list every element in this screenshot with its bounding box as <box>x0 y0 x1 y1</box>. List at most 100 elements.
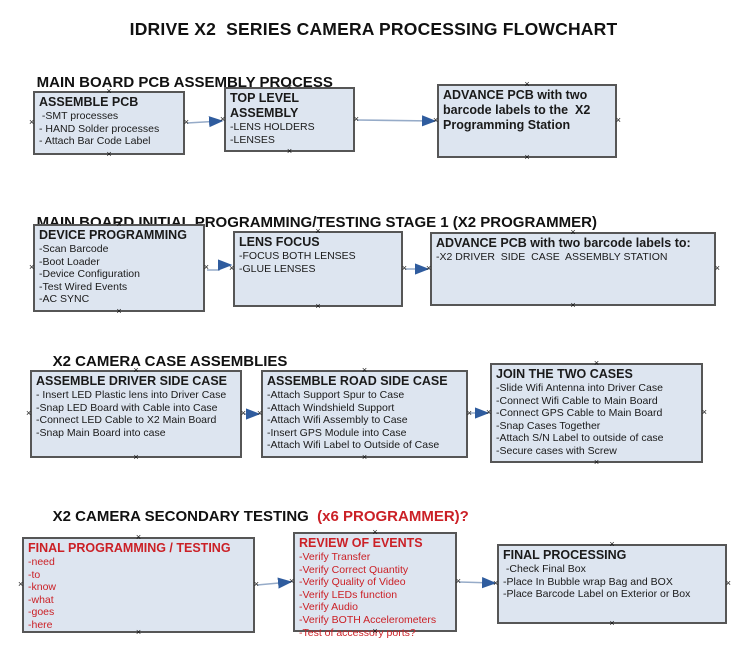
connection-handle-icon: × <box>106 149 112 159</box>
box-item: -Verify BOTH Accelerometers <box>299 613 437 626</box>
box-item: -what <box>28 593 54 606</box>
connection-handle-icon: × <box>220 113 226 124</box>
box-title: ASSEMBLE ROAD SIDE CASE <box>267 374 448 388</box>
connection-handle-icon: × <box>433 115 439 126</box>
connection-handle-icon: × <box>401 263 407 274</box>
box-item: -Attach Wifi Label to Outside of Case <box>267 439 440 452</box>
connection-handle-icon: × <box>593 457 600 467</box>
connection-handle-icon: × <box>26 408 32 419</box>
box-items: -LENS HOLDERS-LENSES <box>230 121 349 146</box>
connection-handle-icon: × <box>229 263 235 274</box>
connection-handle-icon: × <box>361 452 368 462</box>
box-item: -Connect LED Cable to X2 Main Board <box>36 414 217 427</box>
box-item: -Snap Cases Together <box>496 419 601 432</box>
flow-box-final-programming-testing[interactable]: FINAL PROGRAMMING / TESTING -need-to-kno… <box>18 533 259 637</box>
box-title: TOP LEVEL ASSEMBLY <box>230 91 302 120</box>
box-title: DEVICE PROGRAMMING <box>39 228 187 242</box>
box-items: - Insert LED Plastic lens into Driver Ca… <box>36 389 236 439</box>
connection-handle-icon: × <box>524 152 530 162</box>
connection-handle-icon: × <box>615 115 621 126</box>
flowchart-title: IDRIVE X2 SERIES CAMERA PROCESSING FLOWC… <box>129 19 618 39</box>
box-item: -Place Barcode Label on Exterior or Box <box>503 588 691 601</box>
flow-box-assemble-pcb[interactable]: ASSEMBLE PCB -SMT processes- HAND Solder… <box>29 87 189 159</box>
connection-handle-icon: × <box>133 452 139 462</box>
section-heading-text: MAIN BOARD PCB ASSEMBLY PROCESS <box>36 74 333 91</box>
box-items: -Attach Support Spur to Case-Attach Wind… <box>267 389 462 452</box>
box-item: -Verify Transfer <box>299 551 371 563</box>
box-item: -FOCUS BOTH LENSES <box>239 250 356 262</box>
flow-box-top-level-assembly[interactable]: TOP LEVEL ASSEMBLY -LENS HOLDERS-LENSES … <box>220 83 359 156</box>
flow-box-assemble-driver-side-case[interactable]: ASSEMBLE DRIVER SIDE CASE - Insert LED P… <box>26 366 246 462</box>
box-item: -Snap Main Board into case <box>36 426 166 439</box>
flow-box-device-programming[interactable]: DEVICE PROGRAMMING -Scan Barcode-Boot Lo… <box>29 220 209 316</box>
box-item: -SMT processes <box>39 110 119 122</box>
connection-handle-icon: × <box>29 262 35 273</box>
box-items: -FOCUS BOTH LENSES-GLUE LENSES <box>239 250 397 275</box>
box-title: JOIN THE TWO CASES <box>496 367 633 381</box>
box-item: -Attach S/N Label to outside of case <box>496 432 664 445</box>
box-title: ASSEMBLE DRIVER SIDE CASE <box>36 374 228 388</box>
box-title: FINAL PROCESSING <box>503 548 627 562</box>
connection-handle-icon: × <box>455 576 461 587</box>
box-item: -Verify Audio <box>299 601 358 614</box>
connector-arrow <box>356 115 437 127</box>
connection-handle-icon: × <box>257 408 263 419</box>
box-item: -X2 DRIVER SIDE CASE ASSEMBLY STATION <box>436 251 668 263</box>
connection-handle-icon: × <box>203 262 209 273</box>
connection-handle-icon: × <box>286 146 293 156</box>
box-items: -Verify Transfer-Verify Correct Quantity… <box>299 551 451 639</box>
connection-handle-icon: × <box>353 113 359 124</box>
box-item: -LENSES <box>230 133 275 146</box>
connection-handle-icon: × <box>183 117 189 128</box>
box-item: -Place In Bubble wrap Bag and BOX <box>503 575 673 588</box>
connection-handle-icon: × <box>486 407 492 418</box>
box-item: - Insert LED Plastic lens into Driver Ca… <box>36 389 227 401</box>
box-item: -Secure cases with Screw <box>496 444 617 457</box>
box-item: -Attach Wifi Assembly to Case <box>267 414 408 427</box>
box-item: -to <box>28 568 41 581</box>
box-title: LENS FOCUS <box>239 235 320 249</box>
connection-handle-icon: × <box>116 306 122 316</box>
connection-handle-icon: × <box>609 618 615 628</box>
flow-box-advance-pcb-driver-side-station[interactable]: ADVANCE PCB with two barcode labels to: … <box>426 228 720 310</box>
connector-arrow <box>207 259 233 271</box>
box-items: -SMT processes- HAND Solder processes- A… <box>39 110 179 148</box>
box-item: -AC SYNC <box>39 293 90 306</box>
box-item: -Device Configuration <box>39 268 140 281</box>
connector-arrow <box>256 577 293 589</box>
box-items: -Slide Wifi Antenna into Driver Case-Con… <box>496 382 697 458</box>
box-item: -Snap LED Board with Cable into Case <box>36 401 218 414</box>
connection-handle-icon: × <box>725 578 731 589</box>
section-heading-secondary-testing: X2 CAMERA SECONDARY TESTING (x6 PROGRAMM… <box>36 491 469 542</box>
box-item: -Connect Wifi Cable to Main Board <box>496 394 658 407</box>
box-item: -Verify Quality of Video <box>299 576 406 589</box>
connection-handle-icon: × <box>493 578 499 589</box>
flow-box-assemble-road-side-case[interactable]: ASSEMBLE ROAD SIDE CASE -Attach Support … <box>257 366 472 462</box>
box-item: -LENS HOLDERS <box>230 121 315 133</box>
box-item: -Slide Wifi Antenna into Driver Case <box>496 382 663 394</box>
box-items: -need-to-know-what-goes-here <box>28 556 249 632</box>
box-item: -Boot Loader <box>39 255 100 268</box>
box-title: FINAL PROGRAMMING / TESTING <box>28 541 231 555</box>
connector-arrow <box>186 116 224 128</box>
box-item: -Test Wired Events <box>39 280 128 293</box>
box-title: ADVANCE PCB with two barcode labels to: <box>436 236 691 250</box>
section-heading-case-assemblies: X2 CAMERA CASE ASSEMBLIES <box>36 336 288 387</box>
box-item: -Connect GPS Cable to Main Board <box>496 407 663 420</box>
flow-box-advance-pcb-programming-station[interactable]: ADVANCE PCB with two barcode labels to t… <box>433 80 621 162</box>
connection-handle-icon: × <box>240 408 246 419</box>
flow-box-final-processing[interactable]: FINAL PROCESSING -Check Final Box-Place … <box>493 540 731 628</box>
box-title: ASSEMBLE PCB <box>39 95 139 109</box>
box-item: -here <box>28 618 53 631</box>
box-item: -goes <box>28 606 55 619</box>
connection-handle-icon: × <box>289 576 295 587</box>
connection-handle-icon: × <box>466 408 472 419</box>
flow-box-join-the-two-cases[interactable]: JOIN THE TWO CASES -Slide Wifi Antenna i… <box>486 359 707 467</box>
box-item: -GLUE LENSES <box>239 262 316 275</box>
connection-handle-icon: × <box>570 300 576 310</box>
box-item: -Verify Correct Quantity <box>299 563 409 576</box>
flow-box-lens-focus[interactable]: LENS FOCUS -FOCUS BOTH LENSES-GLUE LENSE… <box>229 227 407 311</box>
section-heading-text: X2 CAMERA CASE ASSEMBLIES <box>52 353 288 370</box>
flow-box-review-of-events[interactable]: REVIEW OF EVENTS -Verify Transfer-Verify… <box>289 528 461 639</box>
connection-handle-icon: × <box>315 301 321 311</box>
